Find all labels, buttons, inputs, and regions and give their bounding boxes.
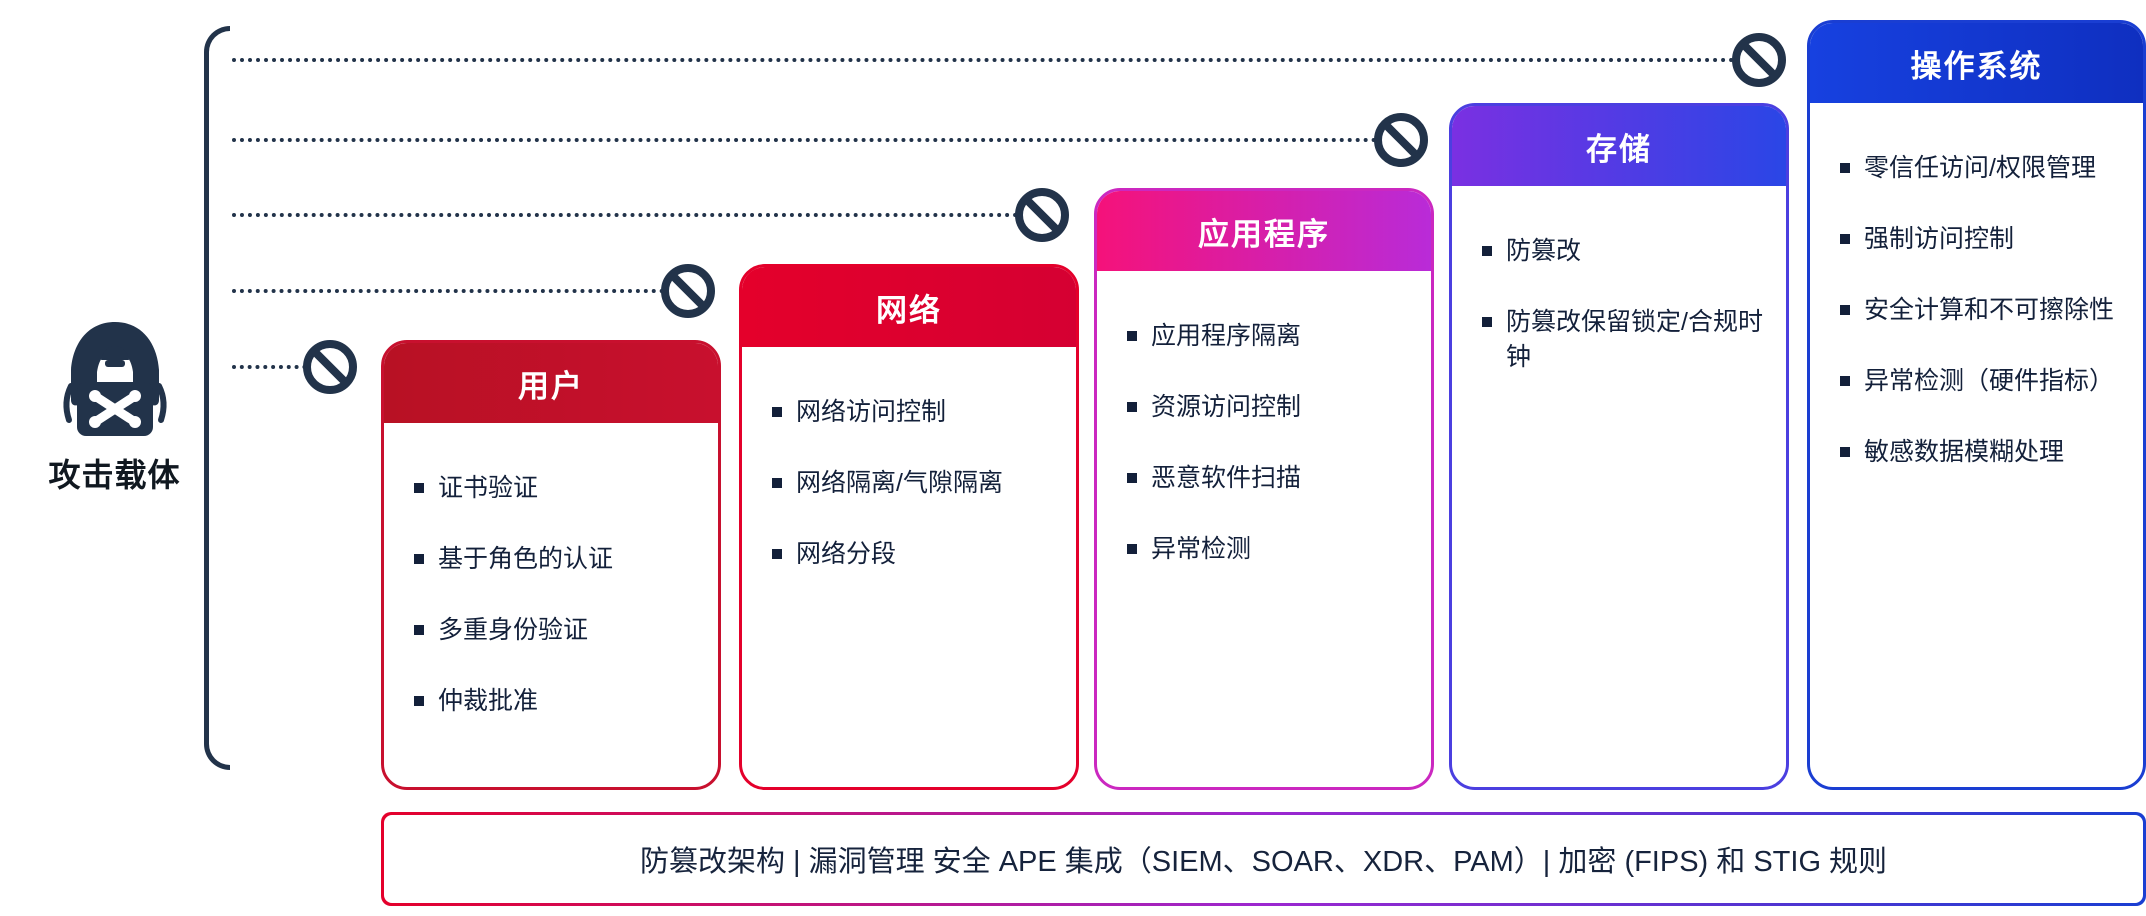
bullet-icon xyxy=(1127,544,1137,554)
item-text: 防篡改 xyxy=(1506,237,1582,265)
hacker-icon xyxy=(62,322,167,436)
no-entry-icon xyxy=(1015,188,1069,242)
item-text: 网络访问控制 xyxy=(796,398,947,426)
item-text: 敏感数据模糊处理 xyxy=(1864,438,2065,466)
list-item: 安全计算和不可擦除性 xyxy=(1840,293,2121,328)
bullet-icon xyxy=(772,478,782,488)
bullet-icon xyxy=(414,696,424,706)
list-item: 敏感数据模糊处理 xyxy=(1840,435,2121,470)
card-os-title: 操作系统 xyxy=(1810,23,2143,103)
dotted-connector-os xyxy=(232,58,1759,62)
card-storage-body: 防篡改 防篡改保留锁定/合规时钟 xyxy=(1452,186,1786,411)
list-item: 应用程序隔离 xyxy=(1127,319,1409,354)
item-text: 强制访问控制 xyxy=(1864,225,2015,253)
list-item: 仲裁批准 xyxy=(414,684,696,719)
list-item: 网络访问控制 xyxy=(772,395,1054,430)
list-item: 网络分段 xyxy=(772,537,1054,572)
list-item: 防篡改保留锁定/合规时钟 xyxy=(1482,305,1764,375)
item-text: 证书验证 xyxy=(438,474,539,502)
card-user-body: 证书验证 基于角色的认证 多重身份验证 仲裁批准 xyxy=(384,423,718,755)
item-text: 网络分段 xyxy=(796,540,897,568)
item-text: 基于角色的认证 xyxy=(438,545,614,573)
card-network-body: 网络访问控制 网络隔离/气隙隔离 网络分段 xyxy=(742,347,1076,608)
no-entry-icon xyxy=(303,340,357,394)
item-text: 防篡改保留锁定/合规时钟 xyxy=(1506,308,1763,371)
item-text: 资源访问控制 xyxy=(1151,393,1302,421)
card-storage: 存储 防篡改 防篡改保留锁定/合规时钟 xyxy=(1449,103,1789,790)
bullet-icon xyxy=(772,549,782,559)
bullet-icon xyxy=(1482,317,1492,327)
item-text: 异常检测 xyxy=(1151,535,1252,563)
bullet-icon xyxy=(1840,163,1850,173)
item-text: 仲裁批准 xyxy=(438,687,539,715)
no-entry-icon xyxy=(1374,113,1428,167)
bullet-icon xyxy=(772,407,782,417)
list-item: 网络隔离/气隙隔离 xyxy=(772,466,1054,501)
card-application-title: 应用程序 xyxy=(1097,191,1431,271)
card-network: 网络 网络访问控制 网络隔离/气隙隔离 网络分段 xyxy=(739,264,1079,790)
item-text: 异常检测（硬件指标） xyxy=(1864,367,2115,395)
card-os-body: 零信任访问/权限管理 强制访问控制 安全计算和不可擦除性 异常检测（硬件指标） … xyxy=(1810,103,2143,506)
card-user: 用户 证书验证 基于角色的认证 多重身份验证 仲裁批准 xyxy=(381,340,721,790)
item-text: 恶意软件扫描 xyxy=(1151,464,1302,492)
item-text: 安全计算和不可擦除性 xyxy=(1864,296,2115,324)
list-item: 资源访问控制 xyxy=(1127,390,1409,425)
item-text: 多重身份验证 xyxy=(438,616,589,644)
bullet-icon xyxy=(1127,402,1137,412)
dotted-connector-network xyxy=(232,289,688,293)
card-application: 应用程序 应用程序隔离 资源访问控制 恶意软件扫描 异常检测 xyxy=(1094,188,1434,790)
attack-vector: 攻击载体 xyxy=(22,320,207,496)
no-entry-icon xyxy=(661,264,715,318)
list-item: 证书验证 xyxy=(414,471,696,506)
bullet-icon xyxy=(1840,234,1850,244)
bullet-icon xyxy=(414,483,424,493)
card-network-title: 网络 xyxy=(742,267,1076,347)
dotted-connector-application xyxy=(232,213,1042,217)
bullet-icon xyxy=(1840,305,1850,315)
list-item: 防篡改 xyxy=(1482,234,1764,269)
bullet-icon xyxy=(1127,473,1137,483)
no-entry-icon xyxy=(1732,33,1786,87)
bullet-icon xyxy=(1482,246,1492,256)
list-item: 强制访问控制 xyxy=(1840,222,2121,257)
card-os: 操作系统 零信任访问/权限管理 强制访问控制 安全计算和不可擦除性 异常检测（硬… xyxy=(1807,20,2146,790)
item-text: 零信任访问/权限管理 xyxy=(1864,154,2096,182)
list-item: 异常检测 xyxy=(1127,532,1409,567)
list-item: 基于角色的认证 xyxy=(414,542,696,577)
bullet-icon xyxy=(1127,331,1137,341)
footer-banner: 防篡改架构 | 漏洞管理 安全 APE 集成（SIEM、SOAR、XDR、PAM… xyxy=(381,812,2146,906)
bullet-icon xyxy=(1840,376,1850,386)
brace-bracket xyxy=(204,26,230,770)
list-item: 零信任访问/权限管理 xyxy=(1840,151,2121,186)
card-user-title: 用户 xyxy=(384,343,718,423)
list-item: 异常检测（硬件指标） xyxy=(1840,364,2121,399)
card-application-body: 应用程序隔离 资源访问控制 恶意软件扫描 异常检测 xyxy=(1097,271,1431,603)
list-item: 恶意软件扫描 xyxy=(1127,461,1409,496)
item-text: 网络隔离/气隙隔离 xyxy=(796,469,1003,497)
bullet-icon xyxy=(414,625,424,635)
item-text: 应用程序隔离 xyxy=(1151,322,1302,350)
list-item: 多重身份验证 xyxy=(414,613,696,648)
attack-vector-label: 攻击载体 xyxy=(48,457,181,493)
bullet-icon xyxy=(414,554,424,564)
dotted-connector-user xyxy=(232,365,330,369)
footer-text: 防篡改架构 | 漏洞管理 安全 APE 集成（SIEM、SOAR、XDR、PAM… xyxy=(639,846,1888,878)
dotted-connector-storage xyxy=(232,138,1401,142)
card-storage-title: 存储 xyxy=(1452,106,1786,186)
bullet-icon xyxy=(1840,447,1850,457)
